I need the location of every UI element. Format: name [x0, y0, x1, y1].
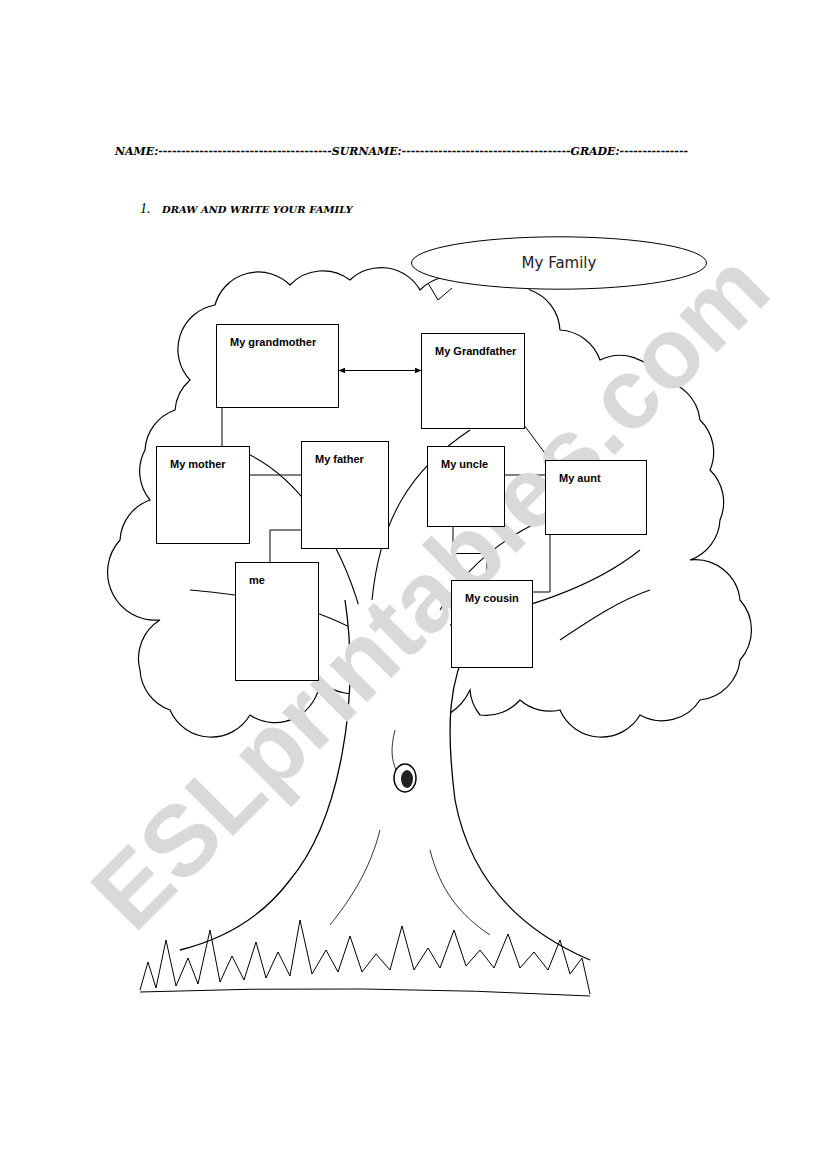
grass [140, 920, 590, 994]
family-box: My Grandfather [421, 333, 525, 429]
speech-bubble-tail [428, 283, 452, 300]
form-fields: NAME:-----------------------------------… [115, 144, 715, 160]
double-arrow [339, 370, 421, 371]
family-box: My father [301, 441, 389, 549]
box-title: My grandmother [230, 335, 316, 349]
box-title: My aunt [559, 471, 601, 485]
box-title: My father [315, 452, 364, 466]
family-box: My mother [156, 446, 250, 544]
knot-hole [394, 764, 416, 792]
family-box: My uncle [427, 446, 505, 527]
family-box: me [235, 562, 319, 681]
ground-line [140, 989, 590, 996]
knot-hole-inner [401, 770, 413, 788]
family-box: My aunt [545, 460, 647, 535]
ellipse-shape [411, 237, 706, 289]
box-title: My Family [522, 254, 597, 272]
family-line [222, 408, 223, 446]
box-title: me [249, 573, 265, 587]
family-line [270, 530, 301, 562]
speech-bubble: My Family [410, 236, 708, 290]
bark-lines [330, 730, 490, 935]
instruction: DRAW AND WRITE YOUR FAMILY [162, 204, 353, 215]
box-title: My mother [170, 457, 226, 471]
family-box: My cousin [451, 580, 533, 668]
family-line [250, 475, 301, 476]
box-title: My Grandfather [435, 344, 516, 358]
box-title: My cousin [465, 591, 519, 605]
item-number: 1. [140, 201, 151, 217]
box-title: My uncle [441, 457, 488, 471]
family-box: My grandmother [216, 324, 339, 408]
